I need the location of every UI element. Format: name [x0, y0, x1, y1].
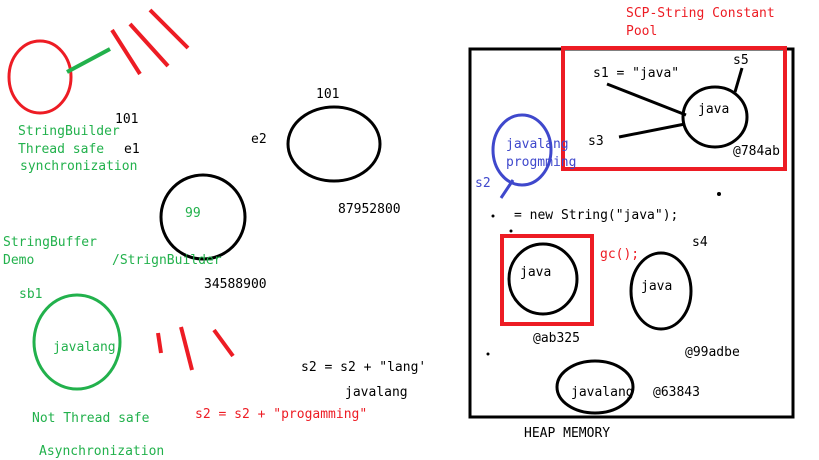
s3-label: s3 [588, 134, 604, 149]
javalang-mid-label: javalang [345, 385, 408, 400]
gc-box [500, 234, 594, 326]
stringbuilder-slash: /StrignBuilder [112, 253, 222, 268]
addr-99adbe: @99adbe [685, 345, 740, 360]
blue-javalang-line1: javalang [506, 137, 569, 152]
blue-javalang-line2: progmming [506, 155, 577, 170]
s2-blue-label: s2 [475, 176, 491, 191]
s4-java-label: java [641, 279, 673, 294]
red-strike-line [148, 8, 190, 50]
gc-call: gc(); [600, 247, 640, 262]
new-string-statement: = new String("java"); [514, 208, 679, 223]
s2-concat-progamming: s2 = s2 + "progamming" [195, 407, 368, 422]
red-strike-line [128, 22, 170, 68]
scp-java-label: java [698, 102, 730, 117]
s1-ref-line [606, 82, 687, 117]
stringbuilder-thread-safe: Thread safe [18, 142, 105, 157]
num-101-left: 101 [115, 112, 139, 127]
scp-java-circle [681, 85, 749, 149]
num-87952800: 87952800 [338, 202, 401, 217]
heap-dot [491, 214, 495, 218]
s4-label: s4 [692, 235, 708, 250]
stringbuilder-red-circle [7, 39, 73, 115]
scp-title-line1: SCP-String Constant [626, 6, 775, 21]
green-javalang-label: javalang [53, 340, 116, 355]
num-99: 99 [185, 206, 201, 221]
blue-javalang-circle [491, 113, 553, 187]
gc-java-label: java [520, 265, 552, 280]
num99-circle [159, 173, 247, 261]
s5-label: s5 [733, 53, 749, 68]
red-strike-line [212, 328, 235, 358]
addr-784ab: @784ab [733, 144, 780, 159]
stringbuffer-demo: Demo [3, 253, 35, 268]
red-strike-line [179, 326, 194, 371]
s2-blue-ref-line [499, 179, 515, 199]
addr-ab325: @ab325 [533, 331, 580, 346]
heap-dot [509, 229, 513, 233]
s5-ref-line [733, 67, 744, 93]
asynchronization: Asynchronization [39, 444, 165, 459]
heap-memory-label: HEAP MEMORY [524, 426, 611, 441]
heap-javalang-circle [555, 359, 635, 415]
e2-label: e2 [251, 132, 267, 147]
heap-javalang-label: javalang [571, 385, 634, 400]
num-101-top: 101 [316, 87, 340, 102]
s1-declaration: s1 = "java" [593, 66, 680, 81]
stringbuffer-title: StringBuffer [3, 235, 97, 250]
s2-concat-lang: s2 = s2 + "lang' [301, 360, 427, 375]
green-connector-line [66, 47, 111, 74]
red-strike-line [156, 332, 163, 354]
heap-dot [717, 192, 721, 196]
heap-dot [486, 352, 490, 356]
addr-63843: @63843 [653, 385, 700, 400]
num-34588900: 34588900 [204, 277, 267, 292]
stringbuilder-synchronization: synchronization [20, 159, 138, 174]
gc-java-circle [507, 242, 579, 316]
e2-ellipse [286, 105, 382, 183]
green-javalang-circle [32, 293, 122, 391]
e1-label: e1 [124, 142, 140, 157]
scp-box [561, 46, 787, 171]
not-thread-safe: Not Thread safe [32, 411, 150, 426]
stringbuilder-title: StringBuilder [18, 124, 120, 139]
s3-ref-line [618, 122, 686, 139]
sb1-label: sb1 [19, 287, 43, 302]
scp-title-line2: Pool [626, 24, 658, 39]
red-strike-line [110, 28, 142, 76]
s4-java-circle [629, 251, 693, 331]
